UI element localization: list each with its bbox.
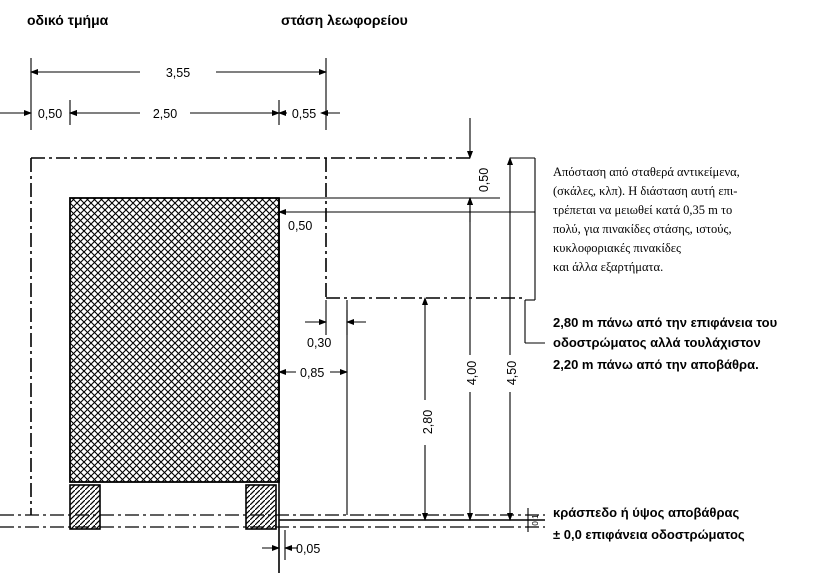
clearance-note: Απόσταση από σταθερά αντικείμενα, (σκάλε… bbox=[553, 165, 740, 274]
curb-height-label: 0,1 bbox=[531, 514, 540, 526]
right-wheel bbox=[245, 484, 277, 530]
top-clearance-label: 0,50 bbox=[477, 168, 491, 192]
total-width-label: 3,55 bbox=[166, 66, 190, 80]
curb-label: κράσπεδο ή ύψος αποβάθρας bbox=[553, 505, 739, 520]
sign-offset-label: 0,30 bbox=[307, 336, 331, 350]
sign-height-label: 2,80 bbox=[421, 410, 435, 434]
vehicle-height-label: 4,00 bbox=[465, 361, 479, 385]
note-line: κυκλοφοριακές πινακίδες bbox=[553, 241, 681, 255]
curb-offset-label: 0,85 bbox=[300, 366, 324, 380]
left-clearance-label: 0,50 bbox=[38, 107, 62, 121]
note-line: τρέπεται να μειωθεί κατά 0,35 m το bbox=[553, 203, 732, 217]
height-note-line: 2,80 m πάνω από την επιφάνεια του bbox=[553, 315, 778, 330]
road-surface-label: ± 0,0 επιφάνεια οδοστρώματος bbox=[553, 527, 745, 542]
note-line: (σκάλες, κλπ). Η διάσταση αυτή επι- bbox=[553, 184, 737, 198]
height-note: 2,80 m πάνω από την επιφάνεια του οδοστρ… bbox=[553, 315, 778, 372]
left-wheel bbox=[69, 484, 101, 530]
vehicle-width-label: 2,50 bbox=[153, 107, 177, 121]
height-note-line: 2,20 m πάνω από την αποβάθρα. bbox=[553, 357, 759, 372]
vehicle-body bbox=[69, 197, 280, 483]
note-line: και άλλα εξαρτήματα. bbox=[553, 260, 663, 274]
bus-stop-header: στάση λεωφορείου bbox=[281, 12, 408, 28]
ground-offset-label: 0,05 bbox=[296, 542, 320, 556]
right-clearance-label: 0,55 bbox=[292, 107, 316, 121]
note-line: πολύ, για πινακίδες στάσης, ιστούς, bbox=[553, 222, 732, 236]
total-height-label: 4,50 bbox=[505, 361, 519, 385]
note-line: Απόσταση από σταθερά αντικείμενα, bbox=[553, 165, 740, 179]
side-clearance-label: 0,50 bbox=[288, 219, 312, 233]
height-note-line: οδοστρώματος αλλά τουλάχιστον bbox=[553, 335, 761, 350]
road-section-header: οδικό τμήμα bbox=[27, 12, 109, 28]
